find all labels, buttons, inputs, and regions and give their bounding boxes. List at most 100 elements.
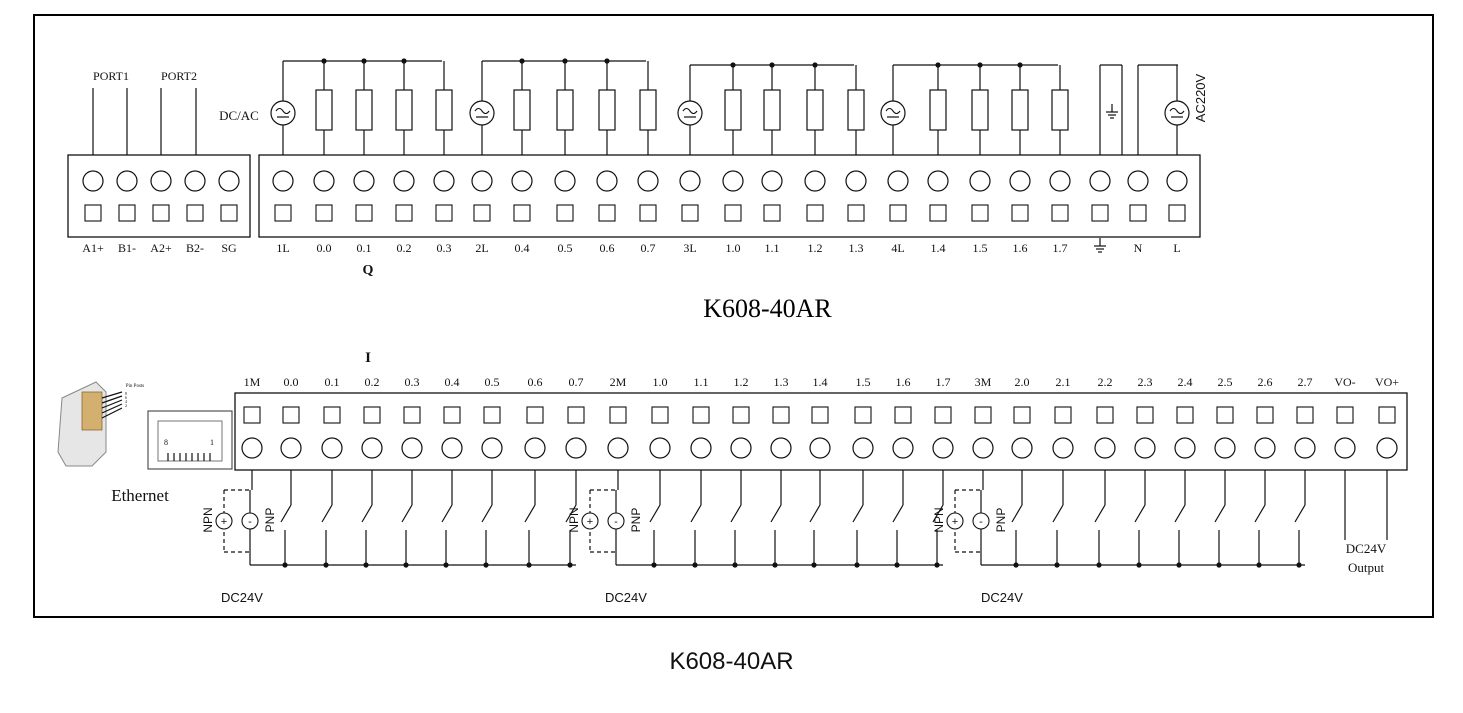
switch-contact [932, 504, 944, 523]
input-terminal-label: 1.1 [694, 375, 709, 389]
input-terminal-screw [1334, 437, 1356, 459]
switch-contact [1174, 504, 1186, 523]
input-terminal-label: VO- [1334, 375, 1355, 389]
input-terminal-square [692, 406, 710, 424]
sine-wave [275, 107, 291, 115]
input-terminal-square [732, 406, 750, 424]
junction-dot [772, 562, 778, 568]
junction-dot [323, 562, 329, 568]
output-terminal-screw [596, 170, 618, 192]
switch-contact [1294, 504, 1306, 523]
power-source-label: DC/AC [219, 108, 259, 123]
input-terminal-square [1336, 406, 1354, 424]
input-terminal-screw [607, 437, 629, 459]
comm-terminal-screw [218, 170, 240, 192]
input-terminal-label: 0.4 [445, 375, 460, 389]
output-terminal-square [1129, 204, 1147, 222]
input-terminal-label: 1M [244, 375, 261, 389]
output-terminal-screw [1127, 170, 1149, 192]
comm-terminal-label: A2+ [150, 241, 172, 255]
output-terminal-square [889, 204, 907, 222]
input-terminal-square [1216, 406, 1234, 424]
output-terminal-screw [887, 170, 909, 192]
input-terminal-square [1096, 406, 1114, 424]
output-terminal-label: L [1173, 241, 1180, 255]
input-terminal-label: 0.7 [569, 375, 584, 389]
pnp-label: PNP [994, 508, 1008, 533]
input-terminal-screw [441, 437, 463, 459]
input-terminal-label: 2.2 [1098, 375, 1113, 389]
input-terminal-screw [481, 437, 503, 459]
input-terminal-screw [1254, 437, 1276, 459]
minus-sign: - [248, 516, 252, 528]
input-terminal-label: VO+ [1375, 375, 1399, 389]
input-terminal-label: 0.1 [325, 375, 340, 389]
output-terminal-square [1011, 204, 1029, 222]
input-terminal-label: 2M [610, 375, 627, 389]
output-terminal-screw [1166, 170, 1188, 192]
plug-pin-label: 6 [125, 395, 127, 400]
input-terminal-label: 0.5 [485, 375, 500, 389]
input-terminal-label: 2.3 [1138, 375, 1153, 389]
comm-terminal-square [152, 204, 170, 222]
output-terminal-screw [761, 170, 783, 192]
output-terminal-label: 0.3 [437, 241, 452, 255]
input-terminal-screw [1174, 437, 1196, 459]
input-terminal-square [1378, 406, 1396, 424]
input-terminal-square [894, 406, 912, 424]
input-terminal-screw [565, 437, 587, 459]
input-terminal-square [1256, 406, 1274, 424]
switch-contact [565, 504, 577, 523]
switch-contact [441, 504, 453, 523]
output-terminal-screw [804, 170, 826, 192]
output-terminal-label: 1.4 [931, 241, 946, 255]
output-terminal-square [556, 204, 574, 222]
switch-contact [809, 504, 821, 523]
output-terminal-square [971, 204, 989, 222]
junction-dot [769, 62, 775, 68]
comm-terminal-square [118, 204, 136, 222]
ethernet-label: Ethernet [111, 486, 169, 505]
output-terminal-square [355, 204, 373, 222]
sine-wave [1169, 107, 1185, 115]
output-terminal-label: 0.5 [558, 241, 573, 255]
output-terminal-square [473, 204, 491, 222]
input-terminal-label: 2.0 [1015, 375, 1030, 389]
plus-sign: + [221, 516, 227, 528]
input-terminal-screw [690, 437, 712, 459]
sine-wave [885, 107, 901, 115]
switch-contact [852, 504, 864, 523]
output-terminal-square [1091, 204, 1109, 222]
junction-dot [321, 58, 327, 64]
input-terminal-screw [770, 437, 792, 459]
input-terminal-square [443, 406, 461, 424]
pnp-label: PNP [263, 508, 277, 533]
junction-dot [1096, 562, 1102, 568]
junction-dot [443, 562, 449, 568]
junction-dot [811, 562, 817, 568]
input-terminal-screw [932, 437, 954, 459]
input-terminal-square [1013, 406, 1031, 424]
output-terminal-label: 0.2 [397, 241, 412, 255]
plug-lead [101, 403, 123, 414]
input-terminal-label: 1.0 [653, 375, 668, 389]
output-terminal-square [847, 204, 865, 222]
input-terminal-screw [1294, 437, 1316, 459]
input-terminal-square [567, 406, 585, 424]
plug-caption: Pin Posts [126, 384, 145, 389]
input-terminal-label: 1.2 [734, 375, 749, 389]
input-terminal-screw [524, 437, 546, 459]
junction-dot [1136, 562, 1142, 568]
output-terminal-screw [554, 170, 576, 192]
output-terminal-label: 1.5 [973, 241, 988, 255]
npn-source-symbol [946, 512, 964, 530]
comm-terminal-square [186, 204, 204, 222]
switch-contact [401, 504, 413, 523]
junction-dot [935, 62, 941, 68]
output-terminal-label: 2L [475, 241, 488, 255]
comm-terminal-screw [116, 170, 138, 192]
input-terminal-screw [1052, 437, 1074, 459]
junction-dot [854, 562, 860, 568]
plus-sign: + [952, 516, 958, 528]
diagram-frame [33, 14, 1434, 618]
